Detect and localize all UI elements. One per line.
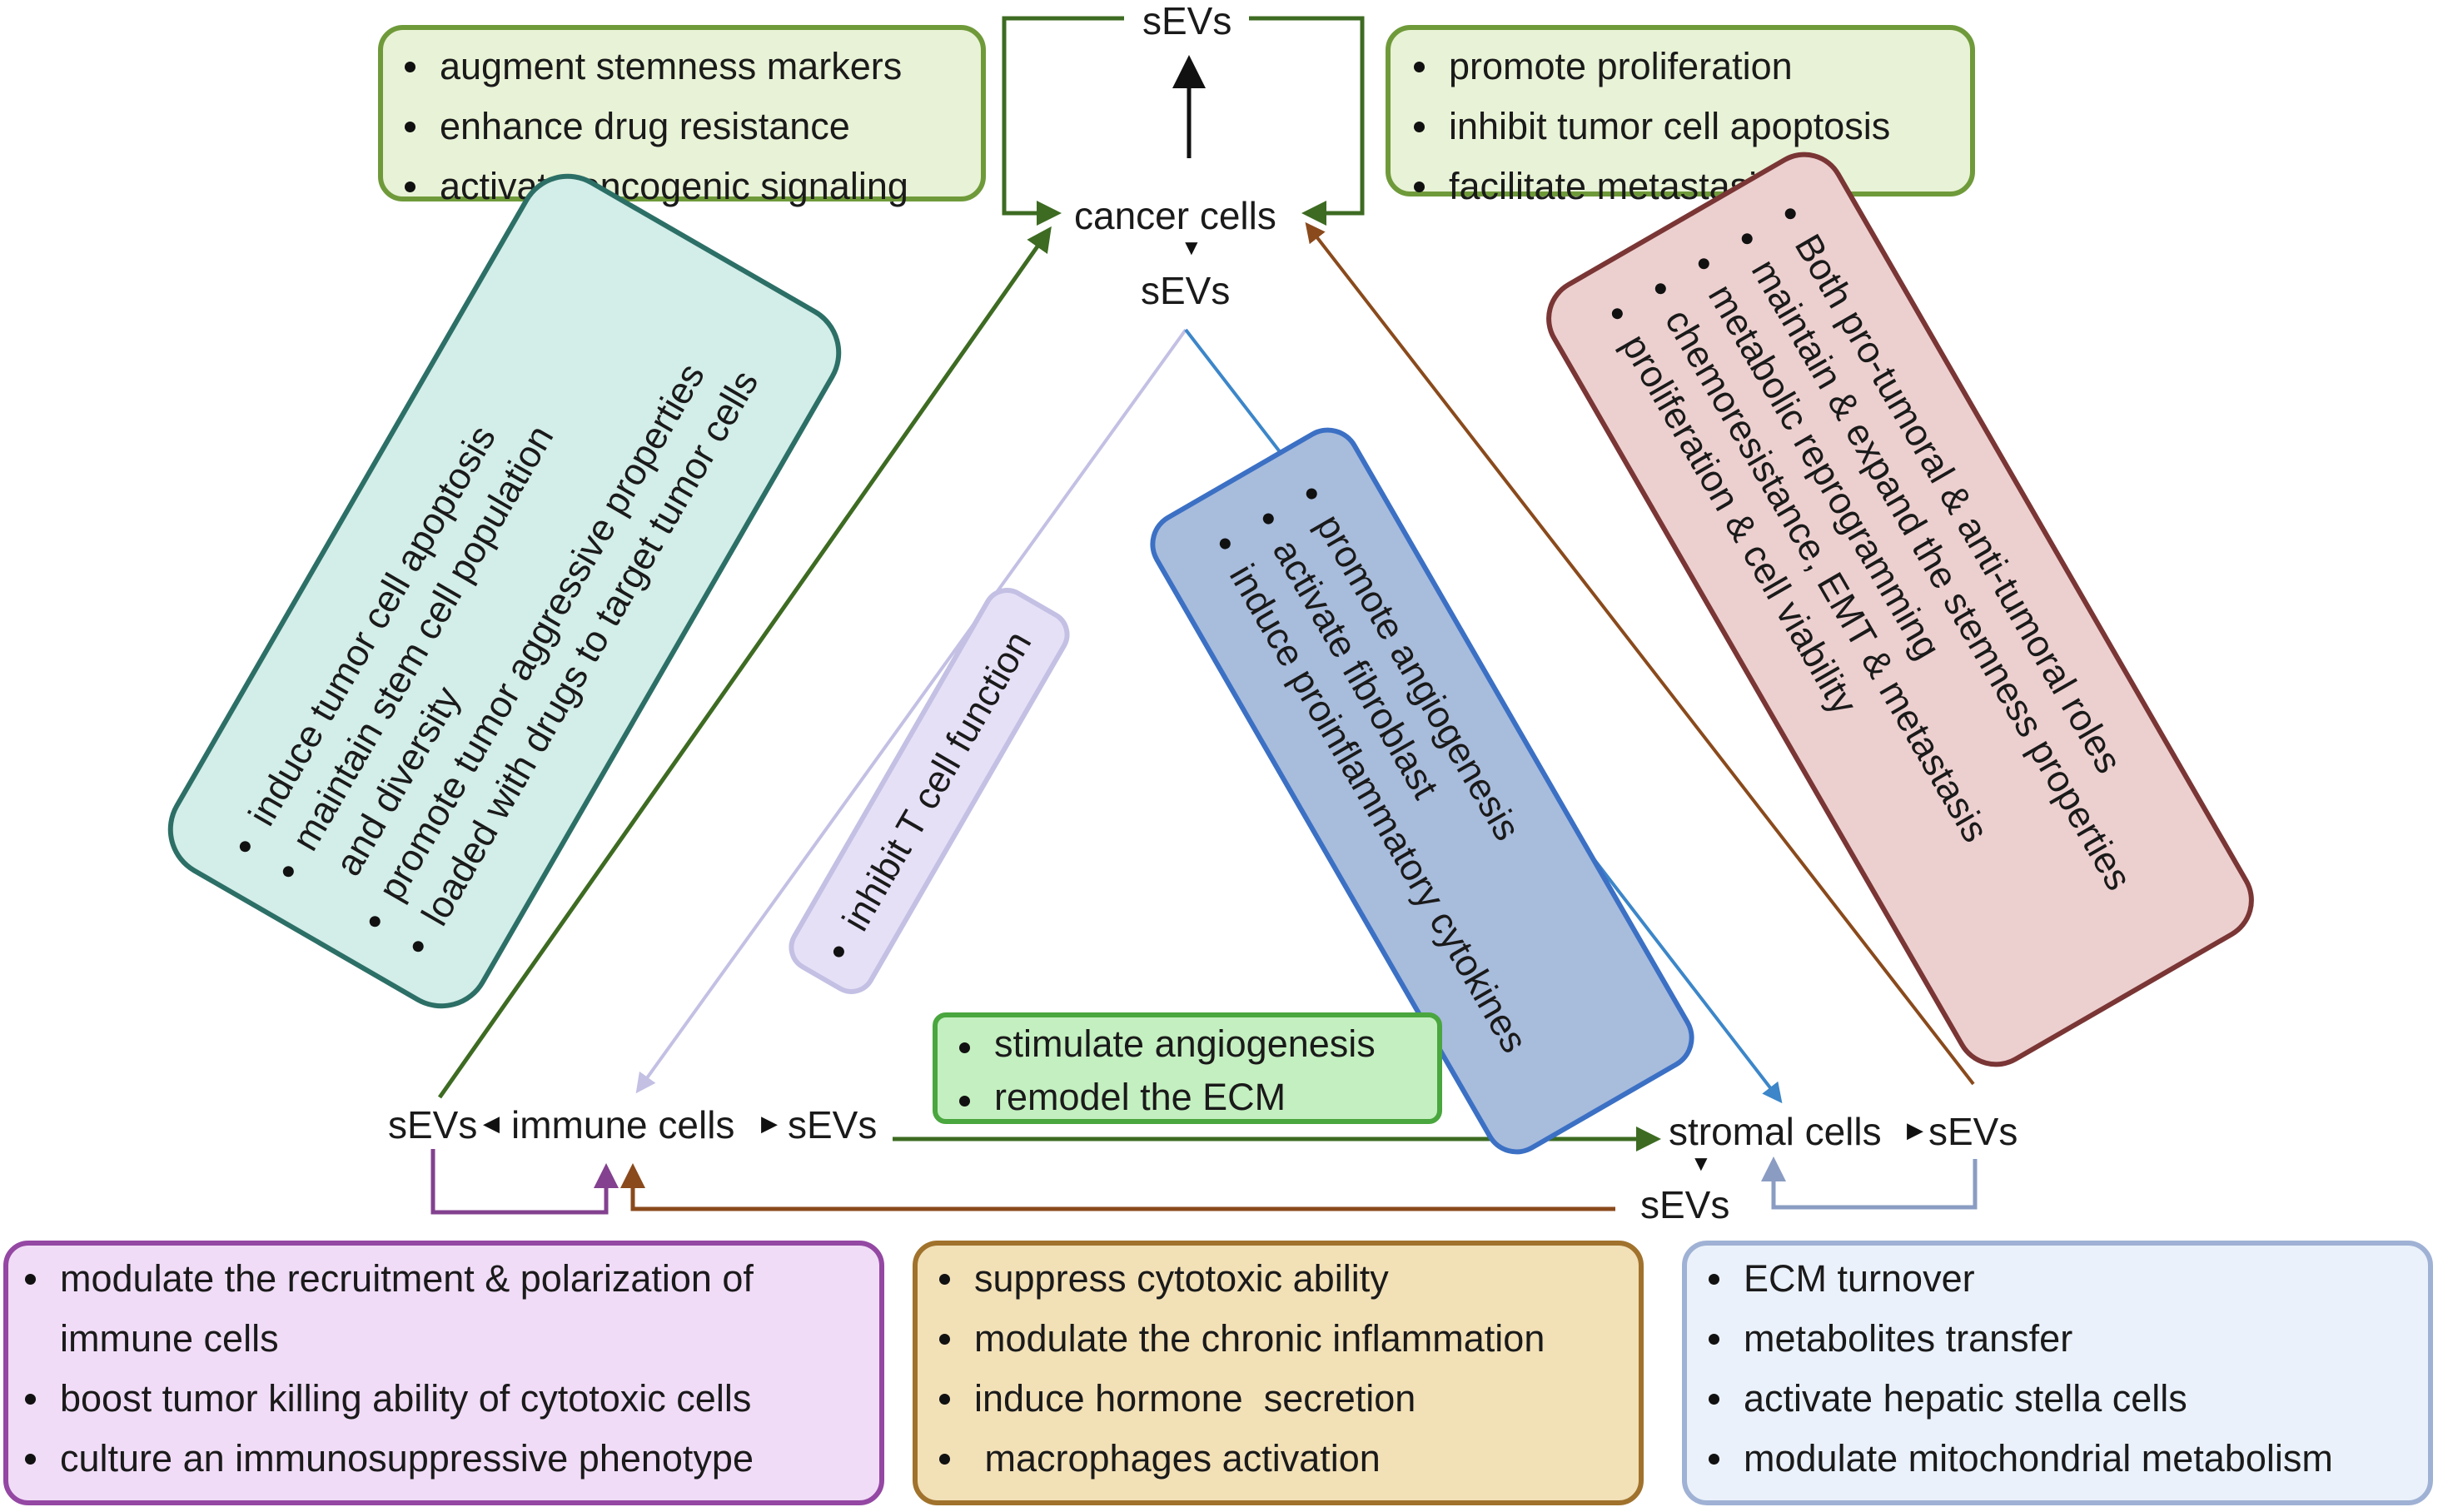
list-item: enhance drug resistance [393,97,973,157]
list-item: metabolites transfer [1697,1309,2420,1369]
sevs-label-stromal-right: sEVs [1928,1110,2018,1153]
list-item: ECM turnover [1697,1249,2420,1309]
stemness-effects-box: augment stemness markers enhance drug re… [378,25,986,207]
list-item: suppress cytotoxic ability [928,1249,1630,1309]
list-item: modulate mitochondrial metabolism [1697,1429,2420,1489]
cancer-autocrine-arrow-left [1002,16,1124,226]
immune-autocrine-arrow [430,1149,619,1215]
immune-right-triangle-icon: ▶ [761,1111,778,1136]
immune-left-triangle-icon: ◀ [483,1111,500,1136]
list-item: augment stemness markers [393,37,973,97]
stromal-to-immune-arrow [620,1163,1615,1211]
list-item: inhibit tumor cell apoptosis [1402,97,1962,157]
cancer-to-immune-arrow [635,328,1187,1094]
immune-cells-label: immune cells [511,1103,735,1146]
list-item: remodel the ECM [948,1071,1429,1124]
list-item: culture an immunosuppressive phenotype [13,1429,869,1489]
sevs-label-stromal-bottom: sEVs [1640,1183,1730,1226]
list-item: boost tumor killing ability of cytotoxic… [13,1369,869,1429]
sevs-label-immune-left: sEVs [388,1103,478,1146]
cancer-autocrine-arrow-right [1249,16,1365,226]
list-item: modulate the chronic inflammation [928,1309,1630,1369]
list-item: modulate the recruitment & polarization … [13,1249,859,1369]
list-item: promote proliferation [1402,37,1962,97]
list-item: stimulate angiogenesis [948,1017,1429,1071]
stromal-cells-label: stromal cells [1669,1110,1882,1153]
list-item: activate oncogenic signaling [393,157,973,216]
list-item: facilitate metastasis [1402,157,1962,216]
list-item: macrophages activation [928,1429,1630,1489]
stromal-to-cancer-arrow [1305,221,1975,1086]
stromal-to-immune-effects-box: suppress cytotoxic ability modulate the … [913,1241,1644,1505]
cancer-down-triangle-icon: ▼ [1181,235,1202,260]
immune-to-stromal-effects-box: stimulate angiogenesis remodel the ECM [933,1012,1442,1124]
sevs-label-top: sEVs [1142,0,1232,42]
sevs-label-immune-right: sEVs [788,1103,878,1146]
immune-autocrine-effects-box: modulate the recruitment & polarization … [3,1241,884,1505]
proliferation-effects-box: promote proliferation inhibit tumor cell… [1386,25,1975,207]
immune-to-cancer-arrow [437,226,1052,1099]
stromal-down-triangle-icon: ▼ [1690,1151,1712,1176]
cancer-cells-label: cancer cells [1074,194,1276,237]
stromal-autocrine-arrow [1761,1156,1978,1210]
sevs-label-cancer: sEVs [1141,269,1231,312]
stromal-autocrine-effects-box: ECM turnover metabolites transfer activa… [1682,1241,2433,1505]
stromal-right-triangle-icon: ▶ [1907,1117,1923,1142]
list-item: induce hormone secretion [928,1369,1630,1429]
list-item: activate hepatic stella cells [1697,1369,2420,1429]
